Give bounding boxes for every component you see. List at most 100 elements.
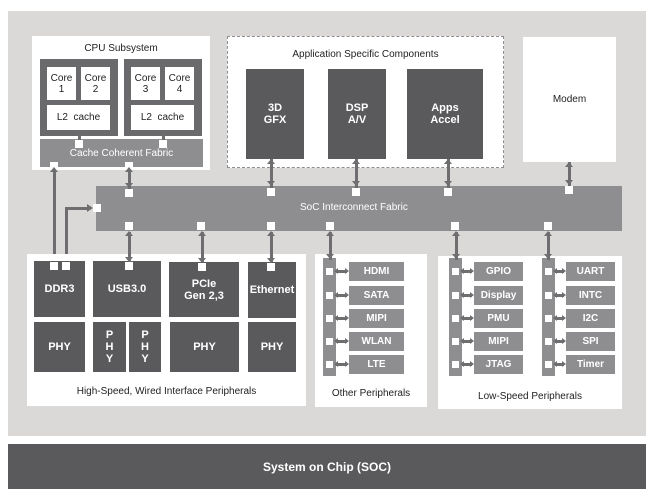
pcie-phy: PHY (170, 322, 239, 372)
core-1: Core 1 (47, 67, 76, 100)
connector-ddr3-fabric (65, 208, 68, 260)
arrow-up-icon (125, 231, 133, 236)
arrow-down-icon (267, 258, 275, 263)
pcie-phy-label: PHY (193, 341, 216, 353)
arrow-left-icon (460, 292, 464, 298)
arrow-up-icon (326, 231, 334, 236)
l2-cache-2-label: L2 cache (140, 112, 185, 123)
other-peripheral-item: MIPI (349, 309, 404, 328)
3d-gfx-label: 3D GFX (263, 102, 287, 126)
usb3-phy-1-label: P H Y (105, 329, 114, 365)
arrow-right-icon (562, 315, 566, 321)
arrow-right-icon (470, 268, 474, 274)
fabric-port (50, 162, 58, 170)
other-peripheral-item: LTE (349, 355, 404, 374)
arrow-left-icon (553, 292, 557, 298)
bidirectional-connector (336, 270, 347, 273)
arrow-right-icon (470, 338, 474, 344)
bidirectional-connector (462, 363, 472, 366)
arrow-up-icon (267, 159, 275, 164)
other-peripheral-item-label: MIPI (366, 313, 387, 324)
arrow-left-icon (553, 361, 557, 367)
bidirectional-connector (462, 317, 472, 320)
connector-other (329, 232, 332, 260)
low-speed-left-item-label: Display (480, 290, 517, 301)
bidirectional-connector (555, 317, 564, 320)
bus-port (326, 338, 333, 345)
low-speed-right-item: I2C (566, 309, 615, 328)
other-peripheral-item-label: LTE (367, 359, 386, 370)
arrow-left-icon (553, 268, 557, 274)
arrow-left-icon (460, 361, 464, 367)
low-speed-title: Low-Speed Peripherals (478, 391, 582, 402)
arrow-right-icon (470, 361, 474, 367)
connector-modem (568, 162, 571, 187)
connector-dsp (355, 159, 358, 189)
core-4: Core 4 (165, 67, 194, 100)
interconnect-port (352, 188, 360, 196)
bidirectional-connector (462, 294, 472, 297)
arrow-up-icon (444, 159, 452, 164)
connector-ddr3-fabric-h (65, 207, 89, 210)
arrow-right-icon (345, 315, 349, 321)
interconnect-port (451, 222, 459, 230)
bidirectional-connector (555, 270, 564, 273)
bus-port (545, 338, 552, 345)
cache-coherent-fabric-label: Cache Coherent Fabric (69, 147, 174, 159)
arrow-left-icon (334, 268, 338, 274)
arrow-left-icon (334, 338, 338, 344)
ddr3-port (62, 262, 70, 270)
arrow-down-icon (544, 254, 552, 259)
connector-usb3 (128, 232, 131, 262)
usb3-port (125, 262, 133, 270)
bidirectional-connector (462, 270, 472, 273)
usb3-label: USB3.0 (107, 283, 147, 295)
ethernet-label: Ethernet (249, 284, 295, 296)
arrow-left-icon (553, 338, 557, 344)
arrow-right-icon (470, 315, 474, 321)
connector-low-right (547, 232, 550, 260)
arrow-left-icon (334, 315, 338, 321)
apps-accel-label: Apps Accel (430, 102, 460, 126)
arrow-right-icon (562, 292, 566, 298)
core-2: Core 2 (81, 67, 110, 100)
interconnect-port (125, 189, 133, 197)
low-speed-right-item-label: UART (576, 266, 605, 277)
core-3: Core 3 (131, 67, 160, 100)
arrow-right-icon (345, 268, 349, 274)
arrow-right-icon (345, 292, 349, 298)
core-1-label: Core 1 (50, 72, 73, 95)
bus-port (545, 268, 552, 275)
bus-port (452, 292, 459, 299)
bus-port (326, 292, 333, 299)
other-peripheral-item: SATA (349, 286, 404, 305)
bus-port (545, 292, 552, 299)
l2-cache-2: L2 cache (131, 105, 194, 130)
arrow-up-icon (352, 159, 360, 164)
bidirectional-connector (336, 317, 347, 320)
arrow-right-icon (87, 204, 93, 212)
modem-block: Modem (523, 37, 616, 162)
interconnect-port (267, 222, 275, 230)
connector-pcie (201, 232, 204, 262)
3d-gfx-block: 3D GFX (246, 69, 304, 159)
arrow-up-icon (565, 162, 573, 167)
ethernet-controller: Ethernet (248, 262, 296, 318)
low-speed-left-item: Display (474, 286, 523, 305)
other-peripheral-item-label: HDMI (363, 266, 390, 277)
low-speed-right-item: SPI (566, 332, 615, 351)
other-peripheral-item-label: SATA (363, 290, 390, 301)
bidirectional-connector (336, 363, 347, 366)
low-speed-left-item-label: JTAG (485, 359, 512, 370)
interconnect-port (444, 188, 452, 196)
high-speed-title: High-Speed, Wired Interface Peripherals (76, 386, 257, 397)
arrow-down-icon (267, 181, 275, 186)
other-peripherals-title: Other Peripherals (331, 388, 411, 399)
pcie-label: PCIe Gen 2,3 (184, 277, 224, 302)
low-speed-left-item: PMU (474, 309, 523, 328)
system-on-chip-banner: System on Chip (SOC) (8, 444, 646, 489)
usb3-controller: USB3.0 (93, 261, 161, 317)
interconnect-port (565, 186, 573, 194)
low-speed-right-item-label: I2C (582, 313, 599, 324)
interconnect-port (93, 204, 101, 212)
